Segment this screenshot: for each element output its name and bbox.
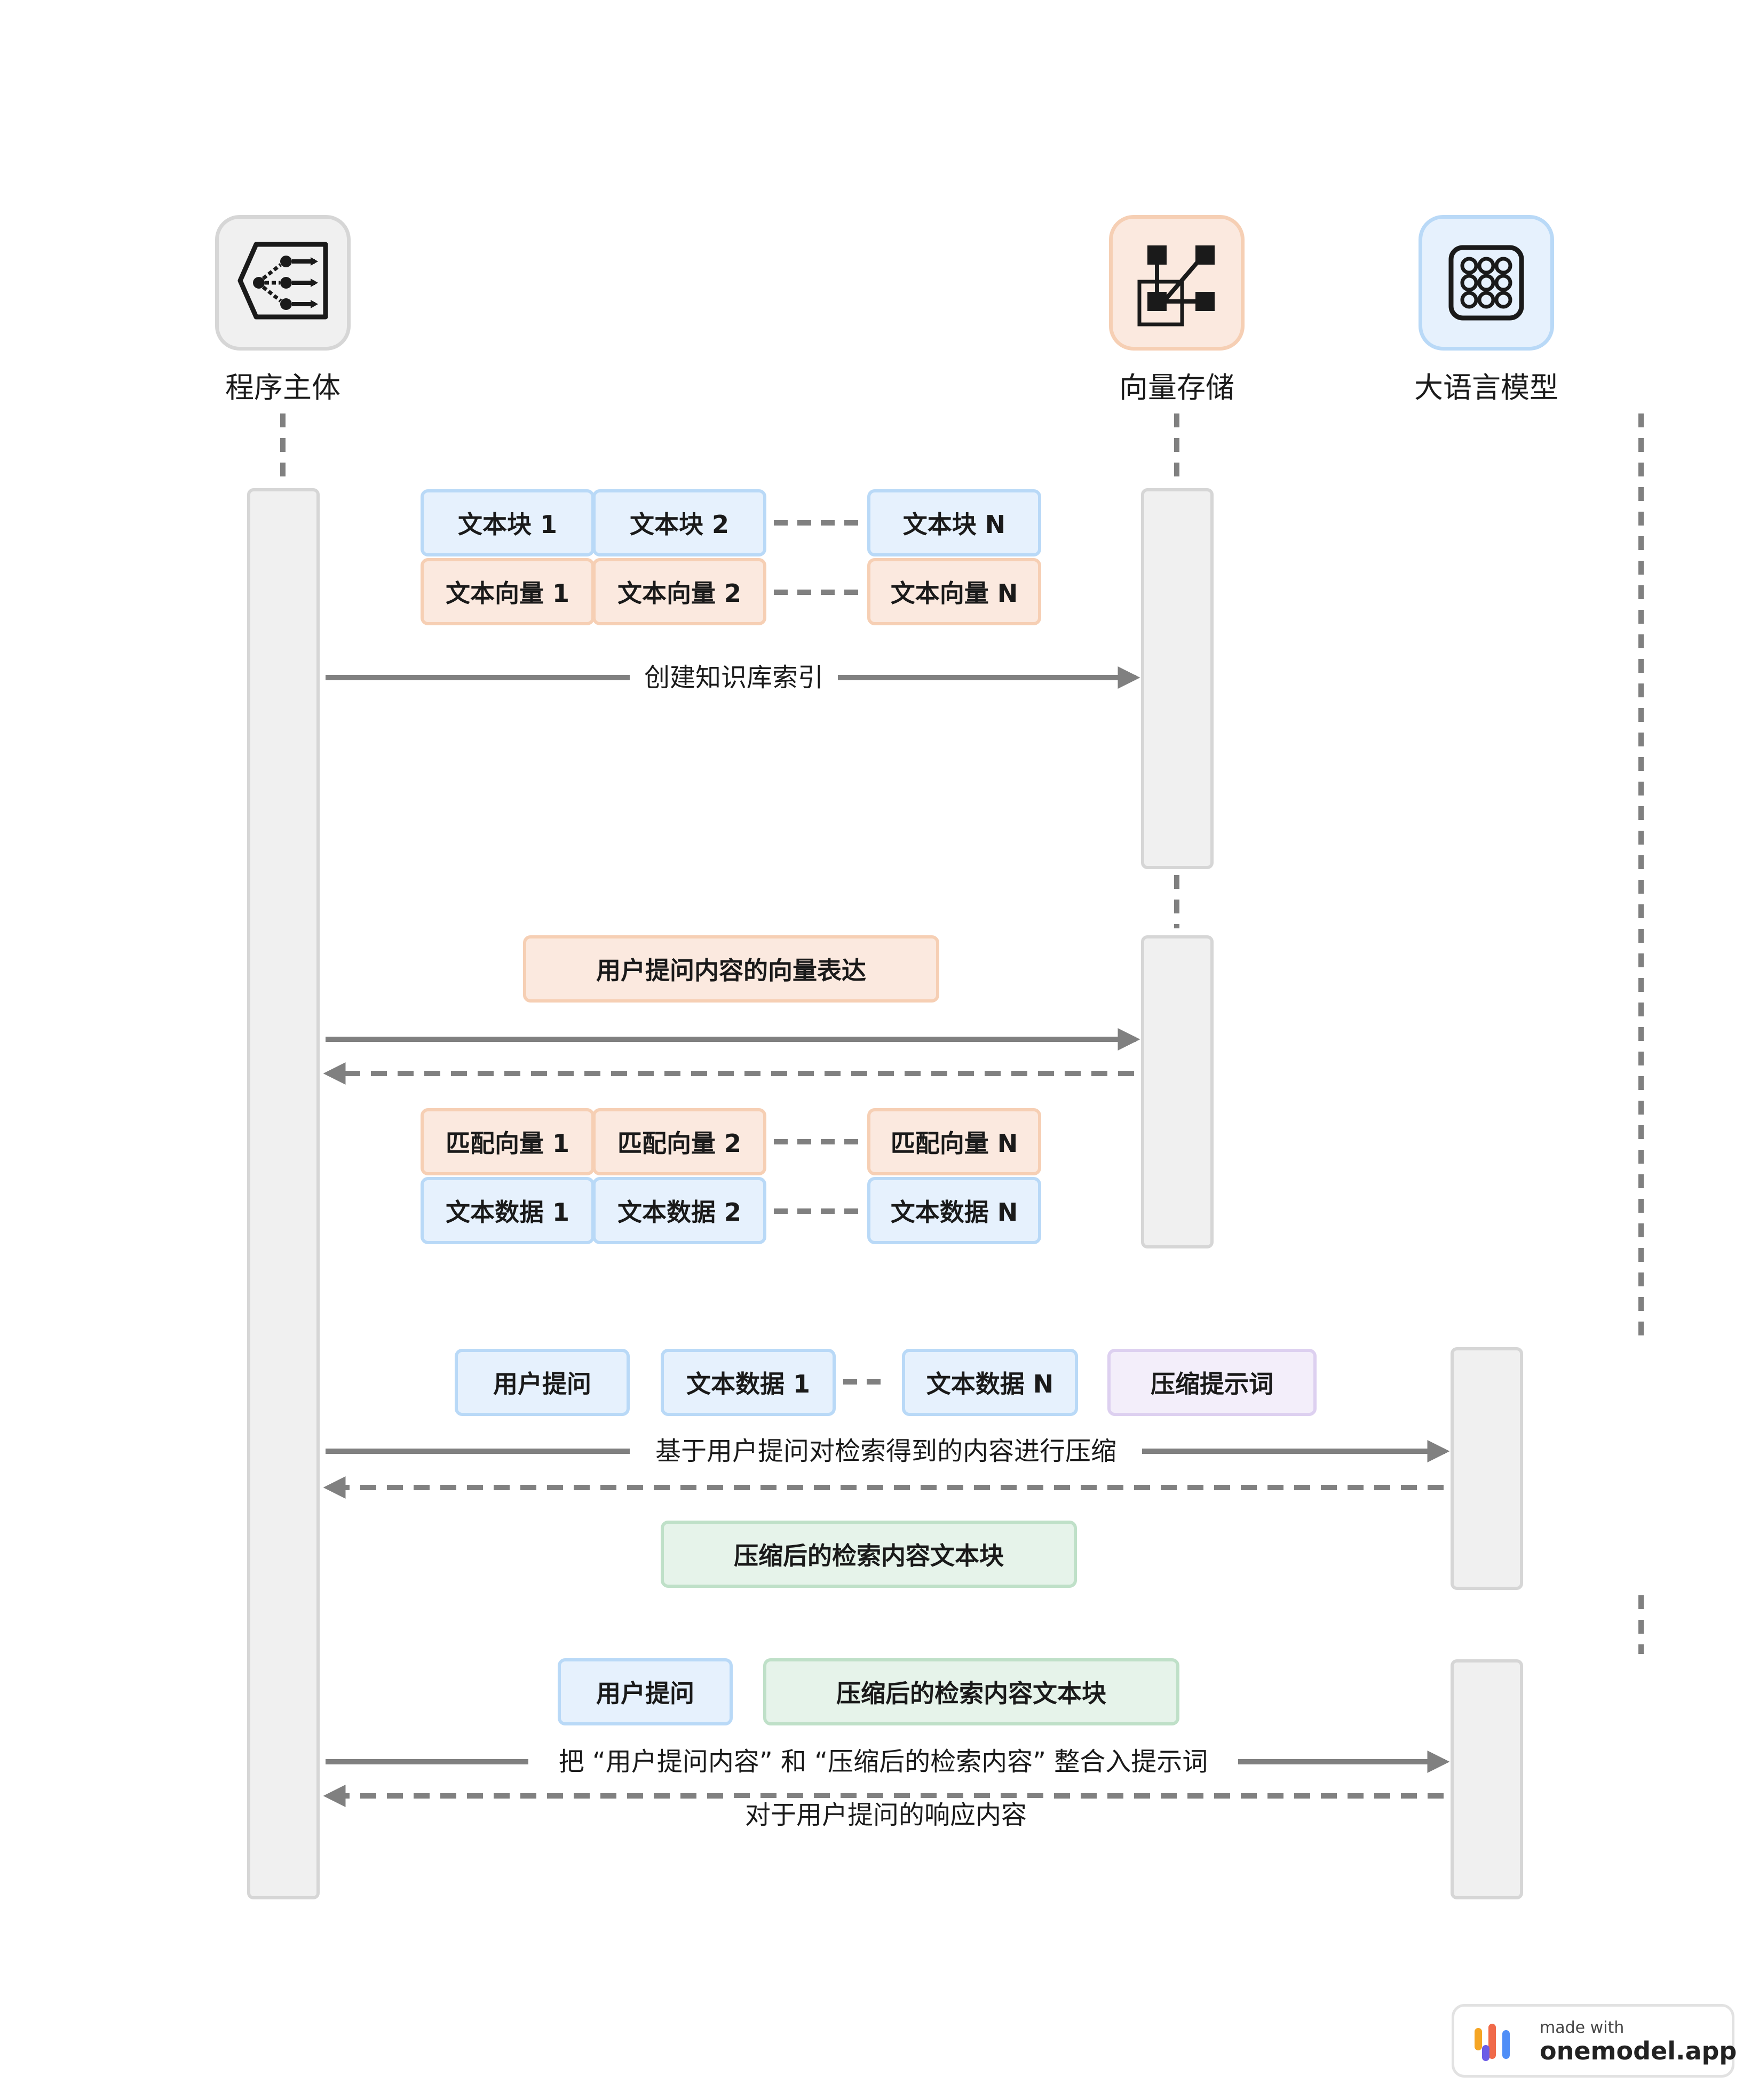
actor-label-vector-store: 向量存储 — [1119, 371, 1234, 404]
flow-branch-icon — [237, 242, 328, 320]
final-compressed-content: 压缩后的检索内容文本块 — [763, 1658, 1179, 1725]
matched-vector-2: 匹配向量 2 — [592, 1108, 766, 1175]
activation-program — [247, 488, 320, 1899]
matched-vector-1: 匹配向量 1 — [421, 1108, 595, 1175]
message-response: 对于用户提问的响应内容 — [726, 1798, 1046, 1832]
user-question: 用户提问 — [455, 1349, 630, 1416]
message-compress: 基于用户提问对检索得到的内容进行压缩 — [630, 1434, 1142, 1468]
activation-llm-1 — [1451, 1347, 1523, 1590]
onemodel-logo-icon — [1475, 2024, 1510, 2061]
query-vector: 用户提问内容的向量表达 — [523, 935, 939, 1003]
dot-grid-icon — [1448, 245, 1524, 321]
actor-label-program: 程序主体 — [225, 371, 340, 404]
actor-label-llm: 大语言模型 — [1414, 371, 1558, 404]
compress-text-data-n: 文本数据 N — [902, 1349, 1078, 1416]
made-with-badge[interactable]: made with onemodel.app — [1452, 2004, 1737, 2078]
message-create-index: 创建知识库索引 — [630, 661, 838, 695]
text-chunk-1: 文本块 1 — [421, 489, 595, 556]
text-vector-n: 文本向量 N — [867, 558, 1041, 625]
vector-store-icon-box — [1109, 215, 1245, 351]
llm-icon-box — [1419, 215, 1554, 351]
activation-llm-2 — [1451, 1659, 1523, 1899]
text-vector-2: 文本向量 2 — [592, 558, 766, 625]
text-vector-1: 文本向量 1 — [421, 558, 595, 625]
final-user-question: 用户提问 — [558, 1658, 733, 1725]
badge-made-with: made with — [1540, 2018, 1625, 2037]
badge-onemodel: onemodel.app — [1540, 2037, 1737, 2065]
compressed-result: 压缩后的检索内容文本块 — [661, 1521, 1077, 1588]
text-chunk-2: 文本块 2 — [592, 489, 766, 556]
message-integrate: 把 “用户提问内容” 和 “压缩后的检索内容” 整合入提示词 — [528, 1745, 1238, 1779]
activation-vector-store-2 — [1141, 935, 1214, 1248]
compress-prompt: 压缩提示词 — [1107, 1349, 1317, 1416]
text-data-1: 文本数据 1 — [421, 1177, 595, 1244]
compress-text-data-1: 文本数据 1 — [661, 1349, 836, 1416]
vector-graph-icon — [1137, 245, 1215, 327]
text-chunk-n: 文本块 N — [867, 489, 1041, 556]
program-icon-box — [215, 215, 351, 351]
text-data-n: 文本数据 N — [867, 1177, 1041, 1244]
text-data-2: 文本数据 2 — [592, 1177, 766, 1244]
matched-vector-n: 匹配向量 N — [867, 1108, 1041, 1175]
activation-vector-store-1 — [1141, 488, 1214, 869]
